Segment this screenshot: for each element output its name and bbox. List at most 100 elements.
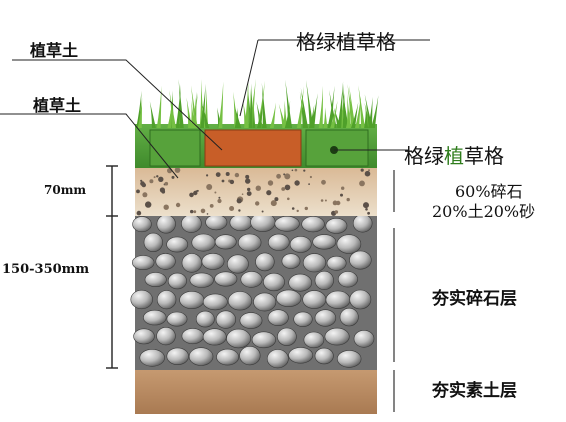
grass-blade — [368, 97, 373, 128]
sand-speck — [206, 174, 209, 177]
gravel-stone — [202, 328, 227, 346]
grass-blade — [358, 85, 366, 128]
grass-blade — [233, 91, 239, 128]
gravel-stone — [353, 329, 375, 348]
gravel-stone — [352, 214, 373, 233]
sand-speck — [193, 210, 197, 214]
gravel-stone — [288, 273, 313, 292]
grass-blade — [269, 102, 276, 128]
gravel-stone — [215, 310, 236, 329]
label-top-grid: 格绿植草格 — [296, 30, 396, 54]
sand-speck — [276, 173, 281, 179]
sand-speck — [321, 179, 326, 185]
grass-blade — [137, 97, 143, 128]
gravel-stone — [130, 289, 153, 310]
grass-blade — [248, 83, 253, 128]
grass-blade — [323, 107, 328, 128]
grass-blade — [346, 94, 351, 128]
grass-blade — [306, 80, 314, 128]
label-gravel-mix-1: 60%碎石 — [455, 182, 523, 201]
gravel-stone — [144, 272, 167, 287]
gravel-stone — [325, 217, 348, 234]
grass-blade — [218, 81, 224, 128]
gravel-stone — [132, 216, 152, 233]
gravel-stone — [312, 234, 337, 250]
sand-speck — [145, 201, 152, 208]
label-right-grid-accent: 植 — [444, 144, 464, 168]
sand-speck — [229, 179, 235, 185]
sand-speck — [255, 201, 260, 206]
grass-blade — [169, 90, 176, 128]
gravel-stone — [139, 348, 165, 367]
grass-blade — [261, 82, 267, 128]
gravel-stone — [227, 291, 253, 311]
label-top-left-soil: 植草土 — [30, 41, 79, 60]
gravel-stone — [289, 235, 312, 253]
sand-speck — [141, 182, 146, 188]
gravel-stone — [314, 270, 334, 290]
compacted-soil-layer — [135, 368, 377, 414]
gravel-stone — [181, 328, 205, 345]
gravel-stone — [191, 233, 216, 252]
sand-speck — [274, 197, 279, 202]
sand-speck — [247, 187, 251, 192]
grass-blade — [234, 107, 239, 128]
sand-speck — [142, 192, 148, 198]
sand-speck — [200, 208, 206, 214]
grass-blade — [285, 79, 293, 128]
sand-speck — [221, 179, 225, 183]
gravel-stone — [303, 331, 325, 349]
sand-speck — [291, 169, 294, 172]
gravel-stone — [238, 233, 262, 252]
sand-speck — [364, 170, 371, 177]
sand-specks — [136, 167, 371, 216]
sand-speck — [234, 172, 240, 178]
sand-speck — [303, 169, 306, 172]
sand-speck — [270, 200, 277, 207]
sand-speck — [334, 210, 339, 214]
sand-speck — [171, 175, 175, 179]
gravel-stone — [226, 328, 252, 349]
sand-speck — [363, 202, 369, 209]
grass-blade — [371, 95, 379, 128]
gravel-stone — [132, 255, 155, 270]
sand-speck — [164, 181, 169, 186]
gravel-stone — [226, 254, 249, 274]
sand-speck — [346, 197, 350, 202]
sand-speck — [324, 199, 327, 202]
grass-blade — [278, 103, 287, 128]
gravel-stone — [251, 331, 276, 349]
sand-speck — [261, 210, 264, 213]
gravel-stone — [314, 309, 337, 327]
gravel-stone — [143, 309, 167, 326]
sand-speck — [294, 168, 298, 172]
sand-speck — [225, 172, 230, 176]
gravel-stone — [214, 234, 237, 250]
grass-blade — [338, 92, 345, 128]
gravel-stone — [337, 271, 358, 288]
sand-speck — [217, 198, 222, 204]
gravel-stone — [201, 252, 225, 270]
sand-speck — [245, 178, 251, 184]
sand-speck — [284, 184, 291, 191]
grass-blade — [310, 93, 318, 128]
grass-blade — [342, 89, 349, 128]
sand-speck — [283, 173, 286, 176]
grass-blade — [167, 96, 173, 128]
sand-speck — [159, 187, 165, 193]
sand-speck — [241, 193, 244, 195]
gravel-stone — [156, 214, 176, 234]
gravel-stone — [229, 214, 253, 232]
leader-lines — [0, 39, 430, 179]
sand-speck — [136, 210, 142, 216]
sand-speck — [332, 200, 338, 206]
gravel-stone — [314, 347, 334, 365]
label-gravel-mix-2: 20%土20%砂 — [432, 202, 536, 221]
gravel-stone — [267, 233, 290, 251]
sand-speck — [156, 175, 159, 178]
gravel-stone — [276, 289, 302, 307]
gravel-stone — [325, 290, 351, 309]
label-right-grid-pre: 格绿 — [404, 144, 444, 168]
gravel-stone — [326, 255, 347, 271]
